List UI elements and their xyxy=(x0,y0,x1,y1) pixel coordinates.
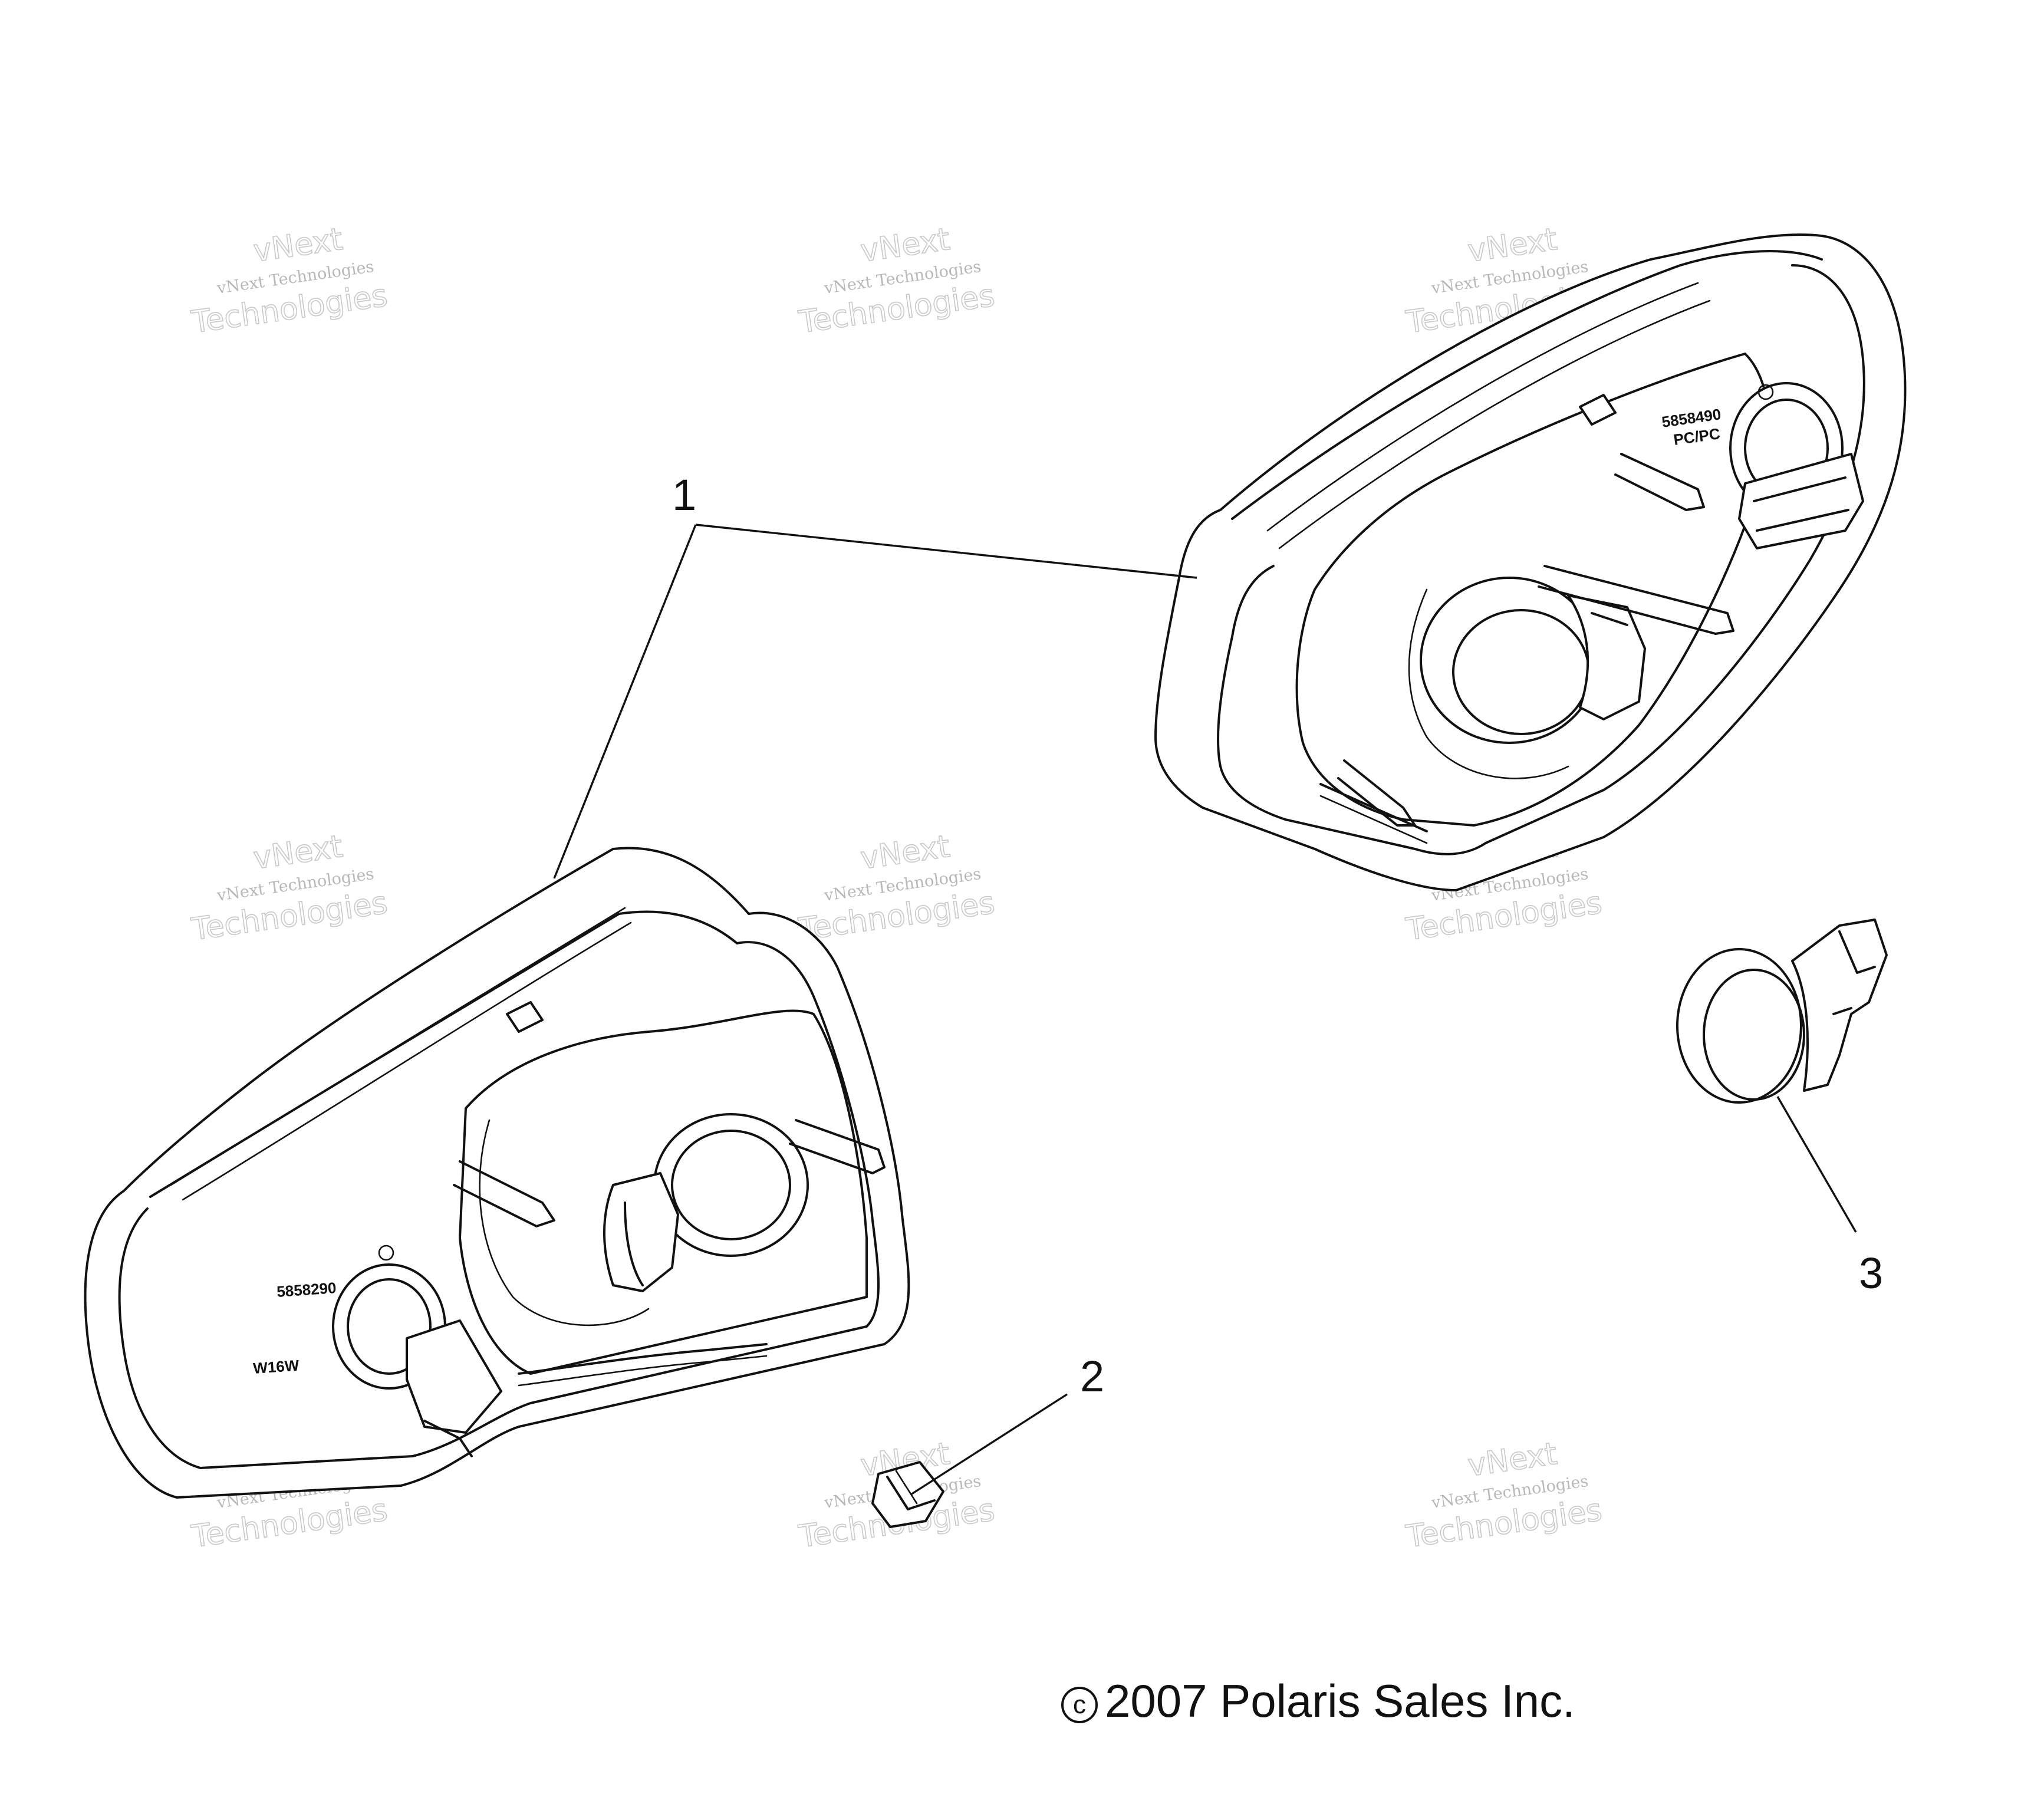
leader-line-part-1 xyxy=(553,524,697,879)
watermark: vNext vNext Technologies Technologies xyxy=(189,828,390,948)
tail-lamp-housing-right: 5858490 PC/PC xyxy=(1154,233,1907,891)
bulb-socket-assembly xyxy=(1676,919,1888,1104)
callout-2: 2 xyxy=(1080,1352,1104,1401)
copyright-symbol: c xyxy=(1061,1687,1098,1723)
copyright-text: 2007 Polaris Sales Inc. xyxy=(1105,1675,1575,1727)
leader-lines xyxy=(553,524,1857,1496)
svg-text:vNext: vNext xyxy=(1466,1436,1559,1484)
callout-1: 1 xyxy=(672,470,696,519)
leader-line-part-2 xyxy=(910,1393,1068,1496)
svg-text:vNext: vNext xyxy=(251,829,345,877)
svg-text:vNext: vNext xyxy=(1466,222,1559,269)
grommet-nut xyxy=(871,1461,944,1528)
svg-text:vNext: vNext xyxy=(251,222,345,269)
tail-lamp-housing-left: 5858290 W16W xyxy=(84,847,910,1499)
callout-3: 3 xyxy=(1859,1249,1883,1298)
left-bulb-rating: W16W xyxy=(252,1357,299,1377)
svg-text:vNext: vNext xyxy=(858,829,952,877)
watermark: vNext vNext Technologies Technologies xyxy=(189,221,390,341)
watermark: vNext vNext Technologies Technologies xyxy=(796,221,998,341)
svg-text:vNext: vNext xyxy=(858,222,952,269)
left-housing-code: 5858290 xyxy=(276,1279,337,1301)
leader-line-part-1 xyxy=(695,524,1197,579)
watermark: vNext vNext Technologies Technologies xyxy=(1403,1436,1605,1555)
watermark: vNext vNext Technologies Technologies xyxy=(796,828,998,948)
leader-line-part-3 xyxy=(1776,1096,1857,1233)
